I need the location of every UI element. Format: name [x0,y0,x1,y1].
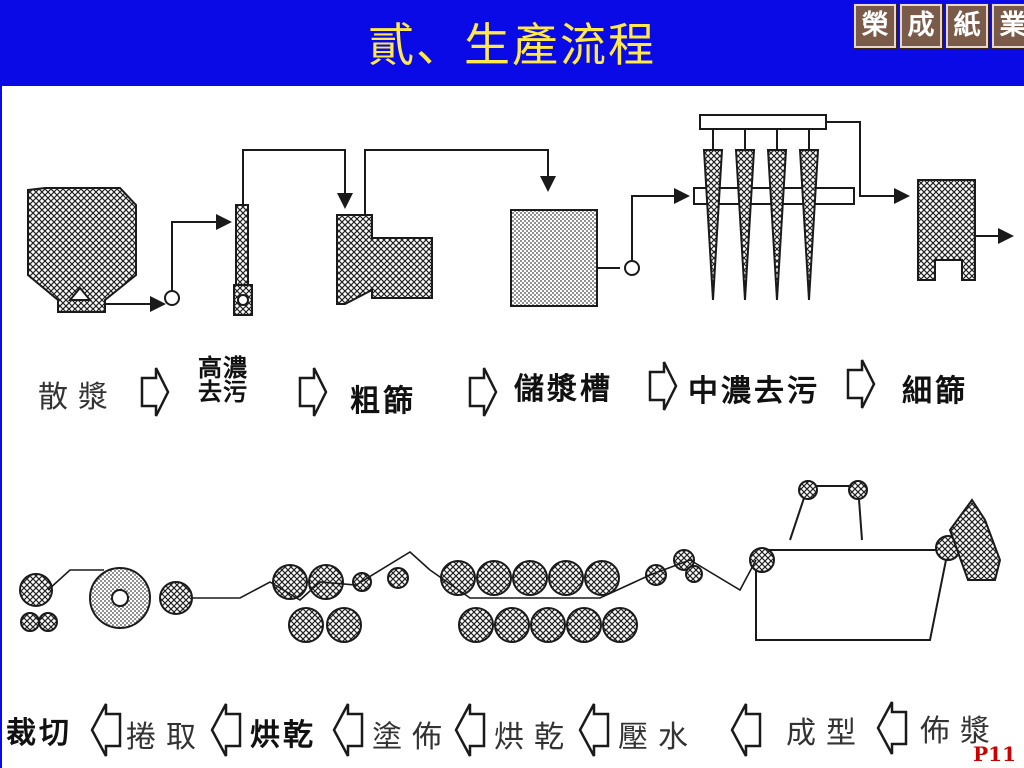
fine-screen [917,179,976,281]
step-coating: 塗佈 [372,720,452,755]
arrow-right-icon [468,367,498,417]
forming-fabric [755,549,950,641]
arrow-right-icon [648,361,678,411]
arrow-left-icon [210,703,242,757]
arrow-right-icon [846,359,876,409]
arrow-left-icon [332,703,364,757]
step-hd-cleaning: 高濃 去污 [198,356,248,404]
step-forming: 成型 [786,716,866,751]
step-pulping: 散漿 [38,380,118,415]
arrow-right-icon [298,367,328,417]
step-drying-2: 烘乾 [250,718,316,753]
pulper-rotor [67,286,93,301]
slide-title: 貳、生產流程 [368,18,656,72]
hd-cleaner [235,204,249,286]
headbox [948,498,1002,581]
arrow-right-icon [140,367,170,417]
dryer-section-1 [440,560,638,643]
step-reeling: 捲取 [126,720,206,755]
logo-char-1: 榮 [854,4,896,48]
step-fine-screening: 細篩 [902,374,968,409]
arrow-left-icon [876,701,908,755]
pump-1 [164,290,180,306]
storage-chest [510,209,598,307]
pulper-tank [27,187,137,313]
title-bar [0,0,1024,86]
step-pressing: 壓水 [618,720,698,755]
bottom-flow-arrows [90,701,908,757]
step-hd-cleaning-line2: 去污 [198,377,248,406]
step-cutting: 裁切 [6,716,72,751]
arrow-left-icon [90,703,122,757]
press-section [645,549,703,586]
step-storage-chest: 儲漿槽 [514,372,613,407]
arrow-left-icon [578,703,610,757]
logo-char-3: 紙 [946,4,988,48]
step-mc-cleaning: 中濃去污 [688,374,820,409]
step-coarse-screening: 粗篩 [350,384,416,419]
top-flow-arrows [140,359,876,417]
paper-machine [19,480,1002,643]
arrow-left-icon [454,703,486,757]
logo-char-2: 成 [900,4,942,48]
coarse-screen [336,214,433,305]
page-number: P11 [973,742,1016,766]
company-logo: 榮 成 紙 業 [854,4,1024,48]
top-equipment [27,114,1014,316]
pump-2 [624,260,640,276]
logo-char-4: 業 [992,4,1024,48]
top-former [789,485,863,541]
process-panel [0,86,1024,768]
dryer-section-2 [272,564,409,643]
mc-cleaner-cones [702,129,820,301]
step-hd-cleaning-line1: 高濃 [198,353,248,382]
step-drying-1: 烘乾 [494,720,574,755]
paper-web [47,551,757,601]
step-headbox: 佈漿 [920,714,1000,749]
winder-roll [19,573,53,607]
arrow-left-icon [730,703,762,757]
